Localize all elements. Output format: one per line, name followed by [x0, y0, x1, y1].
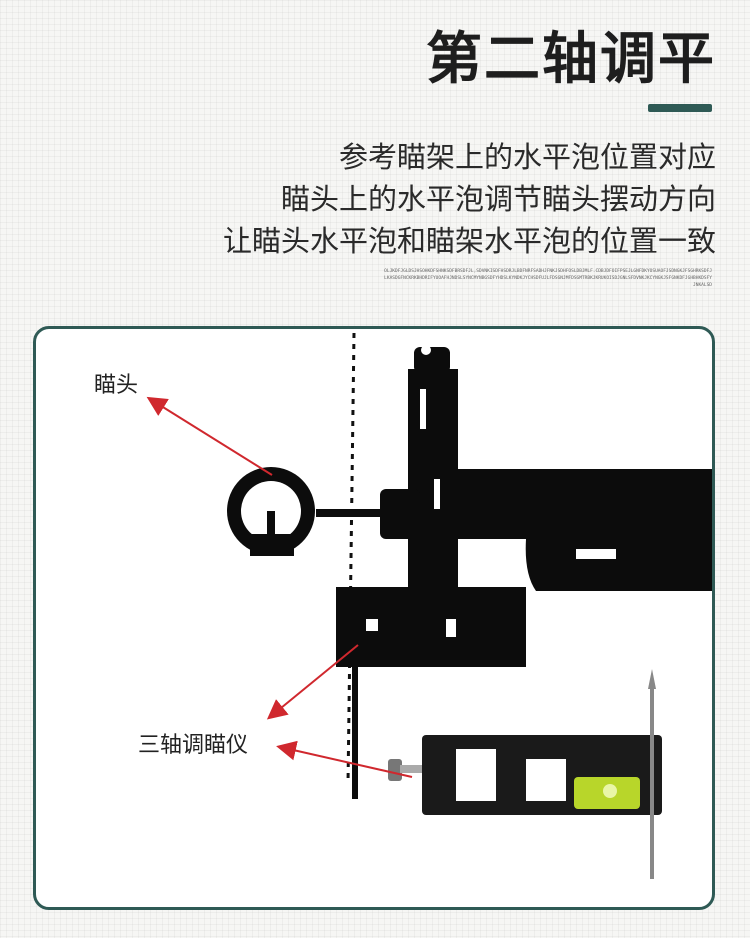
dotted-line	[346, 332, 356, 785]
level-device	[388, 669, 662, 879]
sight-stem	[316, 509, 386, 517]
description-line: 参考瞄架上的水平泡位置对应	[338, 140, 716, 174]
description-line: 让瞄头水平泡和瞄架水平泡的位置一致	[222, 224, 716, 258]
arrow-level-lower	[276, 740, 413, 778]
sight-head	[227, 467, 315, 556]
label-level: 三轴调瞄仪	[138, 733, 249, 758]
arrow-level-upper	[266, 644, 359, 720]
description: 参考瞄架上的水平泡位置对应 瞄头上的水平泡调节瞄头摆动方向 让瞄头水平泡和瞄架水…	[223, 136, 716, 262]
title-underline	[648, 104, 712, 112]
label-sight: 瞄头	[94, 373, 139, 398]
illustration	[146, 332, 712, 879]
description-line: 瞄头上的水平泡调节瞄头摆动方向	[280, 182, 716, 216]
bow-riser	[336, 347, 712, 667]
illustration-panel: 瞄头 三轴调瞄仪	[33, 326, 715, 910]
mount-bar	[352, 649, 358, 799]
fine-print: OLJKDFJGLDSJHSOHKDFSHNKSDFBRSDFJL,SDVNKI…	[384, 269, 712, 288]
arrow-sight	[146, 396, 273, 476]
page-title: 第二轴调平	[426, 27, 716, 92]
